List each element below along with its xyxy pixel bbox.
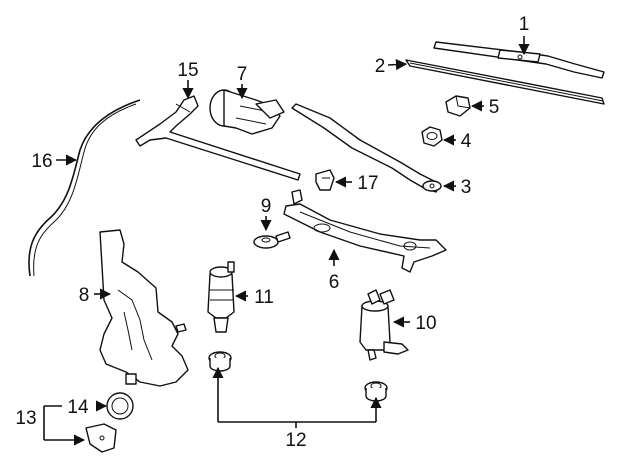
callout-15: 15 [177, 60, 198, 81]
washer-reservoir-part [99, 229, 189, 387]
nut-part [421, 126, 443, 147]
callout-10: 10 [415, 313, 436, 334]
callout-1: 1 [519, 14, 530, 35]
grommet-left-part [208, 351, 232, 372]
callout-17: 17 [357, 173, 378, 194]
wiper-motor-part [209, 89, 285, 135]
cap-part [445, 95, 471, 117]
leader-lines [43, 36, 530, 446]
callout-7: 7 [237, 64, 248, 85]
seal-part [253, 231, 291, 249]
wiper-refill-part [405, 59, 605, 105]
callout-14: 14 [67, 397, 89, 418]
callout-13: 13 [15, 408, 36, 429]
callout-11: 11 [254, 287, 274, 308]
hose-part [28, 99, 141, 277]
callout-5: 5 [489, 97, 500, 118]
bracket-part [85, 423, 117, 453]
washer-pump-small-part [207, 261, 235, 333]
callout-6: 6 [329, 272, 340, 293]
callout-16: 16 [31, 151, 52, 172]
callout-4: 4 [461, 131, 472, 152]
callout-8: 8 [79, 285, 90, 306]
callout-3: 3 [461, 177, 472, 198]
seal-ring-part [106, 392, 134, 420]
wiper-linkage-part [283, 189, 447, 273]
hose-fitting-part [135, 95, 301, 181]
wiper-arm-part [291, 103, 442, 193]
washer-pump-part [359, 289, 409, 361]
callout-labels: 1 2 3 4 5 6 7 8 9 10 11 12 13 14 15 16 1… [15, 14, 529, 451]
callout-2: 2 [375, 56, 386, 77]
callout-12: 12 [285, 430, 306, 451]
clip-part [315, 169, 335, 191]
callout-9: 9 [261, 196, 272, 217]
